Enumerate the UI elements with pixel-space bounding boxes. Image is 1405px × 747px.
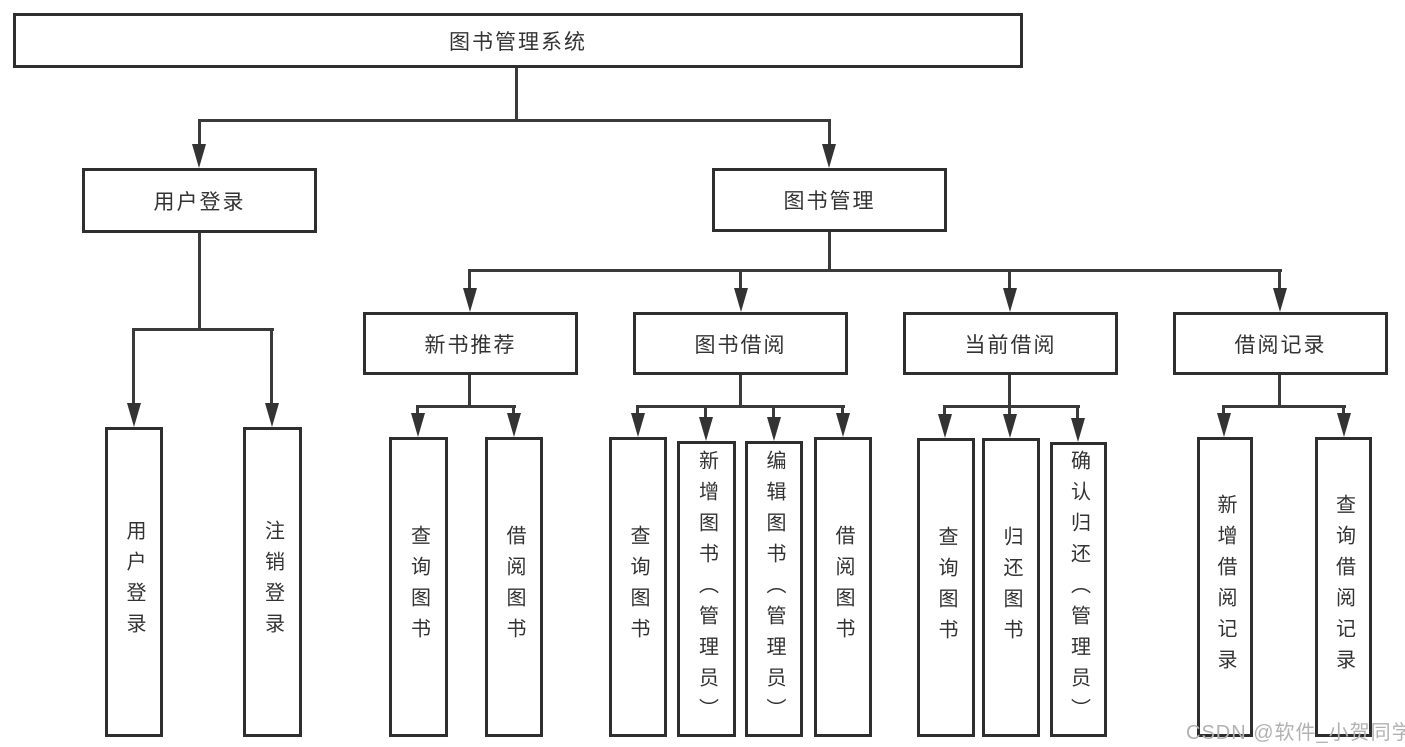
connector-drop-logout-leaf bbox=[270, 328, 273, 403]
arrowhead-g0-leaf1 bbox=[411, 413, 425, 437]
connector-g1-drop3 bbox=[772, 405, 775, 418]
connector-g3-drop2 bbox=[1342, 405, 1345, 414]
connector-g2-bus bbox=[943, 405, 1080, 408]
arrowhead-logout-leaf bbox=[265, 403, 279, 427]
connector-book-management-stem bbox=[828, 232, 831, 270]
connector-g0-drop2 bbox=[512, 405, 515, 414]
leaf-logout-login: 注销登录 bbox=[243, 427, 302, 737]
arrowhead-borrow-record bbox=[1273, 288, 1287, 312]
node-new-book-recommend: 新书推荐 bbox=[363, 312, 578, 375]
leaf-query-borrow-record: 查询借阅记录 bbox=[1315, 437, 1372, 737]
connector-root-bus bbox=[198, 119, 831, 122]
connector-g2-drop1 bbox=[943, 405, 946, 415]
leaf-borrow-borrow-books-label: 借阅图书 bbox=[832, 525, 854, 649]
connector-g1-drop4 bbox=[841, 405, 844, 414]
leaf-return-books-label: 归还图书 bbox=[1000, 525, 1022, 650]
connector-book-management-bus bbox=[468, 269, 1282, 272]
connector-drop-user-login bbox=[198, 119, 201, 146]
arrowhead-book-borrow bbox=[734, 288, 748, 312]
node-borrow-records-label: 借阅记录 bbox=[1234, 333, 1327, 357]
connector-g1-bus bbox=[636, 405, 845, 408]
arrowhead-g1-leaf4 bbox=[836, 413, 850, 437]
leaf-edit-books-admin: 编辑图书（管理员） bbox=[745, 441, 803, 737]
leaf-add-borrow-record: 新增借阅记录 bbox=[1197, 437, 1253, 737]
connector-drop-current-borrow bbox=[1008, 269, 1011, 289]
leaf-user-login-label: 用户登录 bbox=[123, 520, 145, 644]
leaf-add-books-admin: 新增图书（管理员） bbox=[677, 441, 736, 737]
connector-g3-stem bbox=[1278, 375, 1281, 408]
connector-drop-borrow-record bbox=[1278, 269, 1281, 289]
node-current-borrow: 当前借阅 bbox=[903, 312, 1118, 375]
connector-drop-login-leaf bbox=[132, 328, 135, 403]
connector-g2-drop2 bbox=[1008, 405, 1011, 415]
node-user-login-label: 用户登录 bbox=[153, 190, 246, 214]
leaf-add-borrow-record-label: 新增借阅记录 bbox=[1214, 494, 1236, 680]
arrowhead-g1-leaf3 bbox=[767, 417, 781, 441]
leaf-current-query-books-label: 查询图书 bbox=[935, 525, 957, 650]
connector-g0-drop1 bbox=[416, 405, 419, 414]
leaf-borrow-query-books: 查询图书 bbox=[609, 437, 667, 737]
node-root: 图书管理系统 bbox=[13, 13, 1023, 68]
arrowhead-user-login bbox=[192, 144, 206, 168]
connector-user-login-bus bbox=[132, 328, 274, 331]
connector-drop-book-management bbox=[828, 119, 831, 146]
leaf-current-query-books: 查询图书 bbox=[917, 438, 975, 737]
connector-g1-stem bbox=[739, 375, 742, 408]
connector-g1-drop1 bbox=[636, 405, 639, 414]
connector-drop-book-borrow bbox=[739, 269, 742, 289]
leaf-newrec-borrow-books-label: 借阅图书 bbox=[503, 525, 525, 649]
connector-g1-drop2 bbox=[704, 405, 707, 418]
node-current-borrow-label: 当前借阅 bbox=[964, 333, 1057, 357]
arrowhead-g2-leaf3 bbox=[1071, 418, 1085, 442]
arrowhead-g2-leaf2 bbox=[1003, 414, 1017, 438]
connector-user-login-stem bbox=[198, 233, 201, 329]
connector-drop-new-book bbox=[468, 269, 471, 289]
connector-g0-stem bbox=[468, 375, 471, 408]
arrowhead-g1-leaf2 bbox=[699, 417, 713, 441]
arrowhead-g0-leaf2 bbox=[507, 413, 521, 437]
leaf-borrow-borrow-books: 借阅图书 bbox=[814, 437, 872, 737]
arrowhead-current-borrow bbox=[1003, 288, 1017, 312]
connector-g2-drop3 bbox=[1076, 405, 1079, 419]
node-root-label: 图书管理系统 bbox=[449, 30, 587, 54]
node-new-book-recommend-label: 新书推荐 bbox=[424, 333, 517, 357]
arrowhead-g1-leaf1 bbox=[631, 413, 645, 437]
leaf-user-login: 用户登录 bbox=[105, 427, 163, 737]
node-user-login: 用户登录 bbox=[82, 168, 317, 233]
arrowhead-g3-leaf1 bbox=[1217, 413, 1231, 437]
node-book-management-label: 图书管理 bbox=[783, 190, 876, 213]
leaf-confirm-return-admin: 确认归还（管理员） bbox=[1050, 442, 1107, 737]
leaf-confirm-return-admin-label: 确认归还（管理员） bbox=[1067, 450, 1090, 729]
connector-g3-drop1 bbox=[1222, 405, 1225, 414]
connector-root-stem bbox=[515, 68, 518, 121]
arrowhead-login-leaf bbox=[127, 403, 141, 427]
node-borrow-records: 借阅记录 bbox=[1173, 312, 1388, 375]
leaf-newrec-query-books: 查询图书 bbox=[389, 437, 448, 737]
arrowhead-g2-leaf1 bbox=[938, 414, 952, 438]
arrowhead-book-management bbox=[822, 144, 836, 168]
leaf-edit-books-admin-label: 编辑图书（管理员） bbox=[763, 449, 785, 729]
leaf-borrow-query-books-label: 查询图书 bbox=[627, 525, 649, 649]
node-book-borrow-label: 图书借阅 bbox=[694, 333, 787, 357]
leaf-newrec-query-books-label: 查询图书 bbox=[407, 525, 430, 649]
watermark: CSDN @软件_小贺同学 bbox=[1186, 722, 1405, 744]
leaf-return-books: 归还图书 bbox=[982, 438, 1040, 737]
connector-g3-bus bbox=[1222, 405, 1346, 408]
leaf-logout-login-label: 注销登录 bbox=[261, 520, 284, 644]
arrowhead-g3-leaf2 bbox=[1337, 413, 1351, 437]
node-book-management: 图书管理 bbox=[712, 168, 947, 232]
arrowhead-new-book bbox=[463, 288, 477, 312]
connector-g2-stem bbox=[1008, 375, 1011, 408]
leaf-newrec-borrow-books: 借阅图书 bbox=[485, 437, 543, 737]
connector-g0-bus bbox=[416, 405, 516, 408]
leaf-query-borrow-record-label: 查询借阅记录 bbox=[1332, 494, 1355, 680]
node-book-borrow: 图书借阅 bbox=[633, 312, 848, 375]
leaf-add-books-admin-label: 新增图书（管理员） bbox=[695, 449, 718, 729]
